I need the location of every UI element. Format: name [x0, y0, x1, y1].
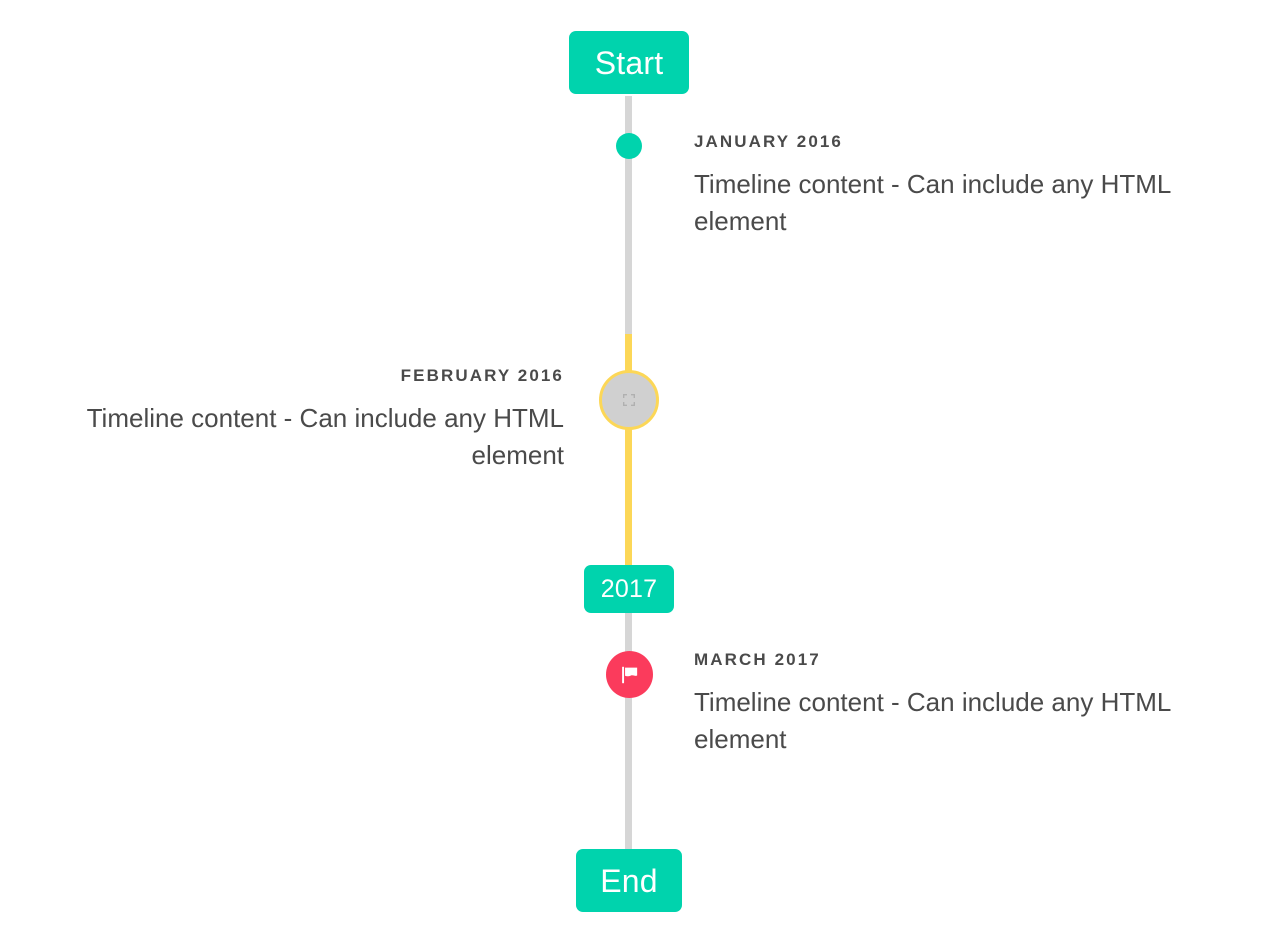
timeline-marker-dot-icon[interactable] — [616, 133, 642, 159]
timeline-start-badge[interactable]: Start — [569, 31, 689, 94]
timeline-entry-date: March 2017 — [694, 650, 821, 669]
broken-image-icon — [621, 392, 637, 408]
timeline-spine-segment-highlight — [625, 334, 632, 566]
timeline-marker-broken-image-icon[interactable] — [599, 370, 659, 430]
timeline-spine-segment-bottom — [625, 613, 632, 854]
timeline-mid-badge-2017[interactable]: 2017 — [584, 565, 674, 613]
timeline-spine-segment-top — [625, 96, 632, 336]
timeline-end-badge[interactable]: End — [576, 849, 682, 912]
flag-icon — [619, 664, 641, 686]
timeline-entry-content: Timeline content - Can include any HTML … — [694, 687, 1171, 755]
timeline-entry-content: Timeline content - Can include any HTML … — [694, 169, 1171, 237]
timeline-entry-date: February 2016 — [400, 366, 564, 385]
timeline-entry-date: January 2016 — [694, 132, 843, 151]
timeline-entry-march-2017: March 2017 Timeline content - Can includ… — [694, 649, 1218, 758]
timeline-entry-january-2016: January 2016 Timeline content - Can incl… — [694, 131, 1218, 240]
timeline-entry-content: Timeline content - Can include any HTML … — [86, 403, 564, 471]
timeline-marker-flag-icon[interactable] — [606, 651, 653, 698]
timeline-entry-february-2016: February 2016 Timeline content - Can inc… — [40, 365, 564, 474]
